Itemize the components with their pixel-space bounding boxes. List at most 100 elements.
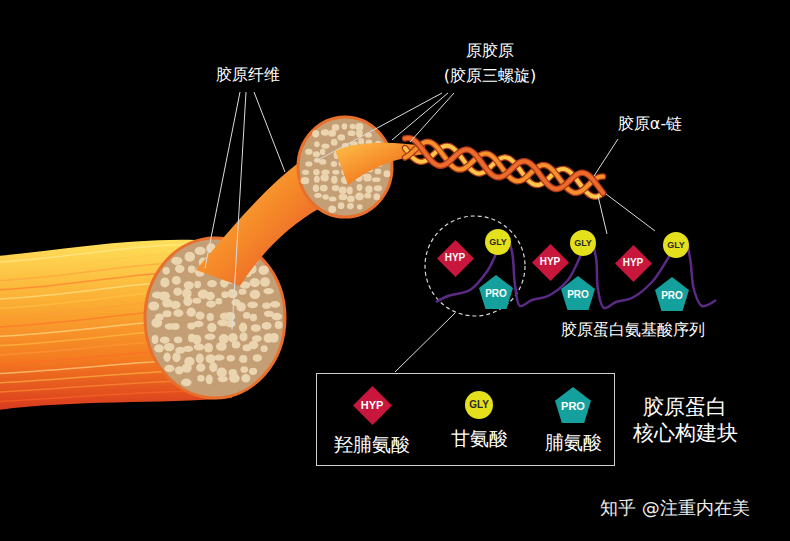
gly-circle-shape xyxy=(465,391,493,419)
fibril-dot xyxy=(249,341,259,350)
fibril-dot xyxy=(187,308,196,317)
fibril-dot xyxy=(240,332,248,341)
hyp-diamond: HYP xyxy=(532,244,569,281)
fibril-dot xyxy=(163,353,170,362)
fibril-dot xyxy=(332,124,340,131)
fibril-dot xyxy=(262,303,271,309)
fibril-dot xyxy=(321,129,329,136)
fibril-band xyxy=(196,160,320,286)
fibril-dot xyxy=(188,266,196,274)
fibril-dot xyxy=(216,342,227,351)
fibril-dot xyxy=(219,334,229,343)
fibril-dot xyxy=(331,139,338,146)
leader-line xyxy=(594,139,618,176)
fibril-dot xyxy=(204,343,213,353)
fiber-strand xyxy=(0,244,192,262)
gly-circle: GLY xyxy=(485,229,511,255)
fibril-dot xyxy=(253,354,262,361)
fibril-dot xyxy=(347,196,355,203)
fibril-dot xyxy=(260,277,270,287)
fibril-dot xyxy=(173,309,183,317)
amino-acid-code: PRO xyxy=(661,288,683,301)
fibril-dot xyxy=(249,278,260,287)
fibril-dot xyxy=(261,345,268,352)
fibril-dot xyxy=(206,354,216,363)
fibril-dot xyxy=(164,343,175,351)
fiber-strand xyxy=(0,254,177,271)
pro-pentagon: PRO xyxy=(479,275,513,309)
part-label: 原胶原 (胶原三螺旋) xyxy=(429,38,551,88)
fibril-dot xyxy=(259,265,269,274)
fibril-dot xyxy=(207,323,216,332)
fibril-dot xyxy=(357,204,363,209)
fibril-dot xyxy=(249,368,257,375)
fiber-strand xyxy=(0,264,168,281)
fibril-dot xyxy=(338,202,344,209)
fibril-dot xyxy=(313,169,319,175)
fibril-dot xyxy=(339,194,348,200)
fiber-strand xyxy=(0,273,161,290)
leader-line xyxy=(395,313,455,372)
fibril-dot xyxy=(364,193,371,199)
fibril-dot xyxy=(363,174,371,182)
leader-line xyxy=(205,92,240,268)
pro-pentagon-shape xyxy=(561,276,595,310)
fibril-dot xyxy=(320,149,326,155)
fiber-strand xyxy=(0,293,153,309)
fibril-dot xyxy=(313,184,319,192)
fibril-dot xyxy=(243,312,250,319)
pro-pentagon-shape xyxy=(555,387,591,423)
fibril-dot xyxy=(347,203,354,209)
hyp-diamond: HYP羟脯氨酸 xyxy=(353,386,392,425)
amino-acid-code: PRO xyxy=(567,287,589,300)
fibril-dot xyxy=(321,170,329,175)
amino-acid-code: GLY xyxy=(489,238,507,247)
fibril-dot xyxy=(163,267,170,275)
leader-line xyxy=(232,92,246,330)
fibril-dot xyxy=(383,170,390,177)
fibril-dot xyxy=(314,193,322,198)
fibril-dot xyxy=(226,320,236,328)
fibril-dot xyxy=(154,344,164,352)
fiber-strand xyxy=(0,352,156,365)
fibril-dot xyxy=(175,265,185,273)
fibril-dot xyxy=(224,312,235,321)
fibril-dot xyxy=(218,376,228,382)
leader-line xyxy=(392,93,448,140)
fibril-dot xyxy=(229,374,240,383)
fibril-dot xyxy=(194,343,205,350)
fibril-dot xyxy=(192,298,201,304)
fibril-dot xyxy=(183,296,192,306)
fibril-dot xyxy=(241,374,250,382)
fibril-dot xyxy=(173,288,182,296)
part-label: 胶原纤维 xyxy=(216,65,280,86)
fiber-strand xyxy=(0,362,160,374)
fibril-dot xyxy=(271,313,282,321)
fibril-dot xyxy=(240,366,248,373)
hyp-diamond-shape xyxy=(532,244,569,281)
fibril-dot xyxy=(331,176,337,184)
fibril-dot xyxy=(206,300,216,307)
fibril-dot xyxy=(239,289,247,295)
fibril-dot xyxy=(328,205,336,212)
fibril-dot xyxy=(197,375,204,382)
fibril-dot xyxy=(239,322,247,332)
part-label: 胶原α-链 xyxy=(618,114,682,135)
fibril-dot xyxy=(170,301,180,309)
fibril-dot xyxy=(207,280,217,287)
fibril-dot xyxy=(193,321,203,328)
fibril-dot xyxy=(355,193,364,201)
fibril-dot xyxy=(196,363,205,372)
hyp-diamond-shape xyxy=(615,245,652,282)
amino-acid-code: GLY xyxy=(667,241,685,250)
amino-acid-code: HYP xyxy=(445,253,466,263)
fibril-dot xyxy=(205,292,215,301)
fibril-dot xyxy=(239,355,247,363)
hyp-diamond-shape xyxy=(353,386,392,425)
fibril-dot xyxy=(227,355,235,362)
fibril-dot xyxy=(331,161,337,167)
fibril-dot xyxy=(194,281,201,288)
fibril-dot xyxy=(305,149,312,155)
fibril-dot xyxy=(172,352,180,362)
